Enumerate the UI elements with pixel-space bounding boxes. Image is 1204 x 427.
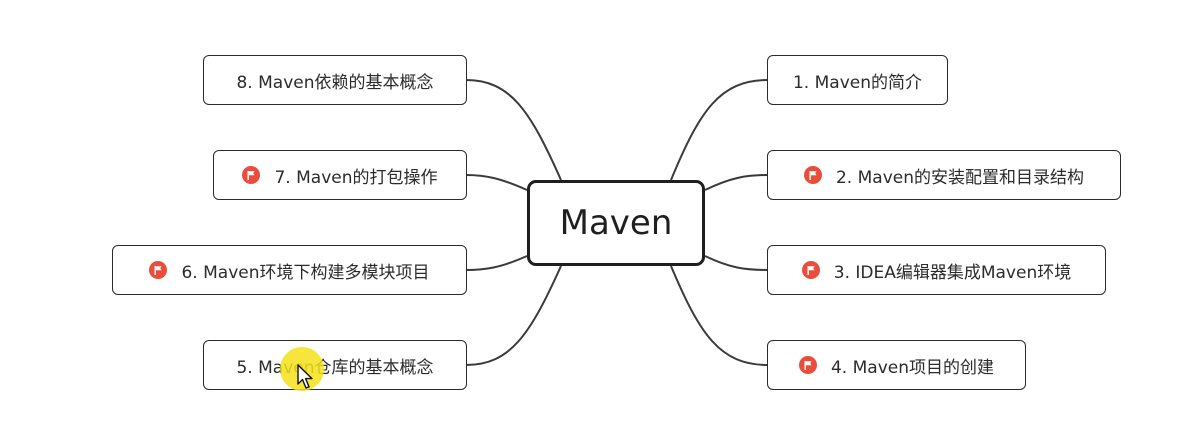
connector-3 [704, 255, 769, 271]
topic-4-label: 4. Maven项目的创建 [830, 357, 994, 378]
topic-2[interactable]: 2. Maven的安装配置和目录结构 [767, 150, 1121, 200]
topic-8[interactable]: 8. Maven依赖的基本概念 [203, 55, 467, 105]
topic-8-label: 8. Maven依赖的基本概念 [236, 72, 434, 93]
connector-1 [670, 79, 769, 181]
topic-6-label: 6. Maven环境下构建多模块项目 [181, 262, 430, 283]
mouse-pointer-icon [297, 364, 313, 389]
central-topic-label: Maven [559, 203, 673, 243]
topic-2-label: 2. Maven的安装配置和目录结构 [835, 167, 1084, 188]
topic-4[interactable]: 4. Maven项目的创建 [767, 340, 1026, 390]
connector-2 [704, 174, 769, 191]
topic-3-label: 3. IDEA编辑器集成Maven环境 [833, 262, 1072, 283]
topic-3[interactable]: 3. IDEA编辑器集成Maven环境 [767, 245, 1106, 295]
central-topic[interactable]: Maven [527, 180, 705, 266]
topic-1-label: 1. Maven的简介 [792, 72, 922, 93]
flag-icon [798, 356, 817, 374]
topic-7-label: 7. Maven的打包操作 [274, 167, 438, 188]
flag-icon [149, 261, 168, 279]
flag-icon [242, 166, 261, 184]
flag-icon [801, 261, 820, 279]
connector-7 [465, 174, 528, 191]
connector-5 [465, 265, 562, 366]
connector-8 [465, 79, 562, 181]
topic-7[interactable]: 7. Maven的打包操作 [213, 150, 467, 200]
flag-icon [803, 166, 822, 184]
connector-6 [465, 255, 528, 271]
topic-6[interactable]: 6. Maven环境下构建多模块项目 [112, 245, 467, 295]
topic-5-label: 5. Maven仓库的基本概念 [236, 357, 434, 378]
connector-4 [670, 265, 769, 366]
topic-1[interactable]: 1. Maven的简介 [767, 55, 948, 105]
topic-5[interactable]: 5. Maven仓库的基本概念 [203, 340, 467, 390]
